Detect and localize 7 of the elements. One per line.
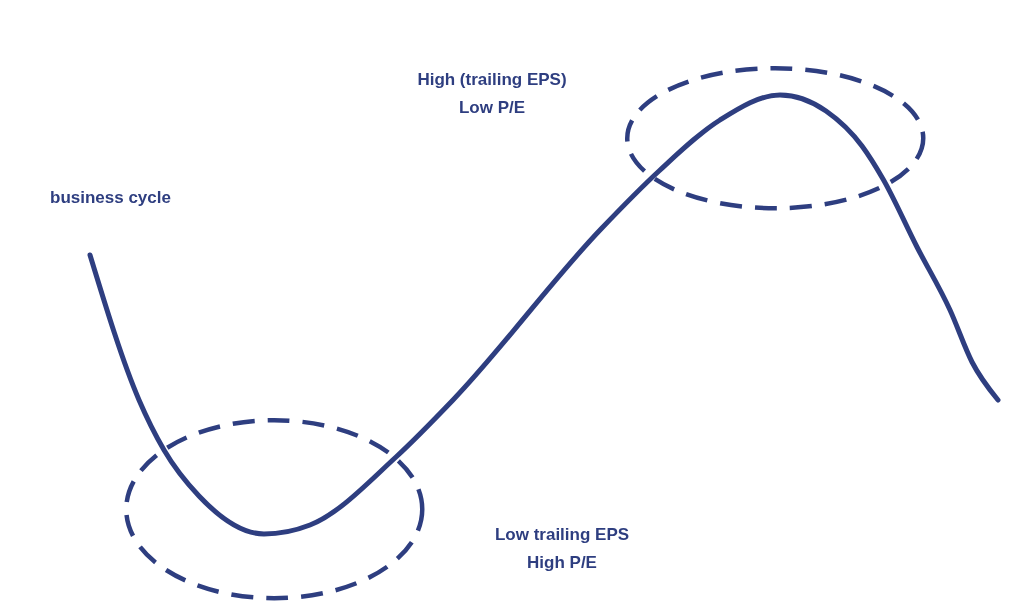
annotation-text: High P/E	[527, 553, 597, 573]
annotation-text: Low P/E	[458, 98, 526, 118]
annotation-text: High (trailing EPS)	[417, 70, 567, 90]
curve-label: business cycle	[50, 188, 171, 208]
annotation-text: Low trailing EPS	[494, 525, 630, 545]
dashed-ellipse	[123, 417, 425, 601]
dashed-ellipse	[624, 65, 926, 211]
